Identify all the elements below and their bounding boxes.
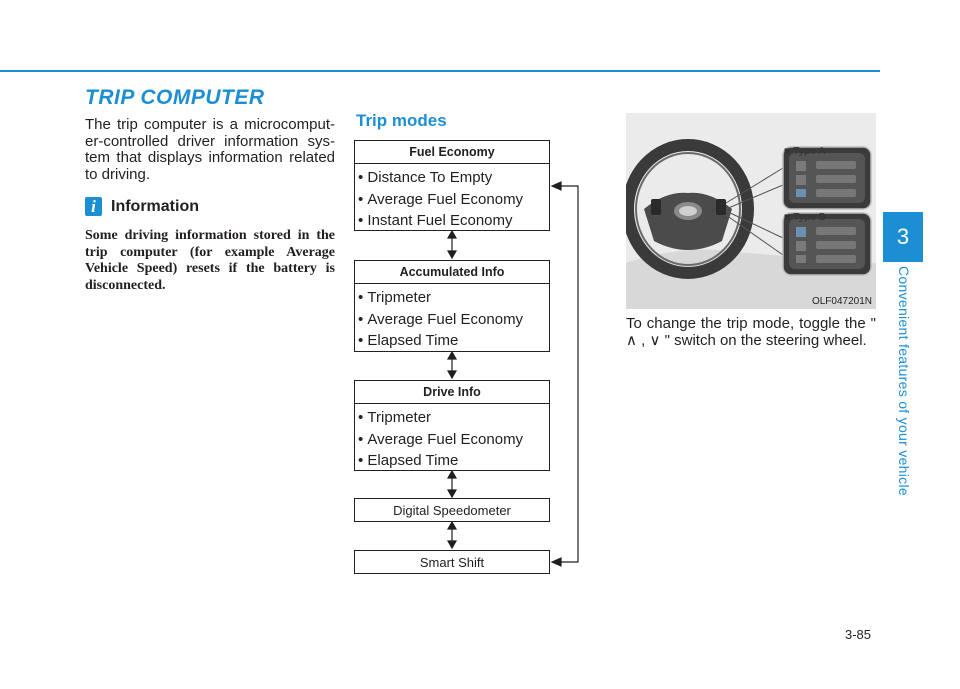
mode-box-title: Drive Info	[355, 381, 549, 404]
section-title: TRIP COMPUTER	[85, 86, 265, 109]
arrow-up-3	[446, 469, 458, 479]
mode-item: Average Fuel Economy	[358, 189, 549, 211]
loop-connector	[556, 185, 579, 563]
mode-box-accumulated-info: Accumulated Info Tripmeter Average Fuel …	[354, 260, 550, 352]
mode-item: Tripmeter	[358, 407, 549, 429]
square-bullet-icon: ■	[784, 211, 791, 223]
trip-modes-title: Trip modes	[356, 111, 447, 130]
mode-item: Instant Fuel Economy	[358, 210, 549, 232]
intro-paragraph: The trip computer is a microcomput-er-co…	[85, 116, 335, 183]
mode-box-title: Fuel Economy	[355, 141, 549, 164]
type-a-text: Type A	[793, 145, 826, 157]
arrow-up-4	[446, 520, 458, 530]
mode-box-fuel-economy: Fuel Economy Distance To Empty Average F…	[354, 140, 550, 231]
chapter-number-tab: 3	[883, 212, 923, 262]
steering-wheel-figure: ■ Type A ■ Type B OLF047201N	[626, 113, 876, 309]
type-b-text: Type B	[793, 211, 826, 223]
arrow-down-3	[446, 489, 458, 499]
information-icon: i	[85, 197, 102, 216]
information-body: Some driving information stored in the t…	[85, 228, 335, 293]
mode-box-digital-speedometer: Digital Speedometer	[354, 498, 550, 522]
mode-item: Elapsed Time	[358, 450, 549, 472]
figure-code: OLF047201N	[811, 296, 872, 307]
arrow-down-1	[446, 250, 458, 260]
mode-box-drive-info: Drive Info Tripmeter Average Fuel Econom…	[354, 380, 550, 471]
mode-box-title: Accumulated Info	[355, 261, 549, 284]
chapter-number: 3	[896, 224, 910, 249]
mode-item: Average Fuel Economy	[358, 429, 549, 451]
information-icon-glyph: i	[91, 196, 96, 216]
mode-item: Elapsed Time	[358, 330, 549, 352]
arrow-down-2	[446, 370, 458, 380]
information-title: Information	[111, 198, 199, 215]
loop-arrow-top	[550, 181, 562, 191]
square-bullet-icon: ■	[784, 145, 791, 157]
steering-wheel-illustration	[626, 113, 876, 309]
mode-item: Distance To Empty	[358, 167, 549, 189]
arrow-down-4	[446, 540, 458, 550]
mode-item-list: Tripmeter Average Fuel Economy Elapsed T…	[355, 284, 549, 352]
arrow-up-1	[446, 229, 458, 239]
type-a-label: ■ Type A	[784, 145, 825, 157]
mode-box-smart-shift: Smart Shift	[354, 550, 550, 574]
type-b-label: ■ Type B	[784, 211, 826, 223]
mode-item: Average Fuel Economy	[358, 309, 549, 331]
mode-item-list: Distance To Empty Average Fuel Economy I…	[355, 164, 549, 232]
page-number: 3-85	[845, 627, 872, 642]
mode-item: Tripmeter	[358, 287, 549, 309]
mode-item-list: Tripmeter Average Fuel Economy Elapsed T…	[355, 404, 549, 472]
arrow-up-2	[446, 350, 458, 360]
loop-arrow-bottom	[550, 557, 562, 567]
header-rule	[0, 70, 880, 72]
figure-caption: To change the trip mode, toggle the " ∧ …	[626, 315, 876, 349]
